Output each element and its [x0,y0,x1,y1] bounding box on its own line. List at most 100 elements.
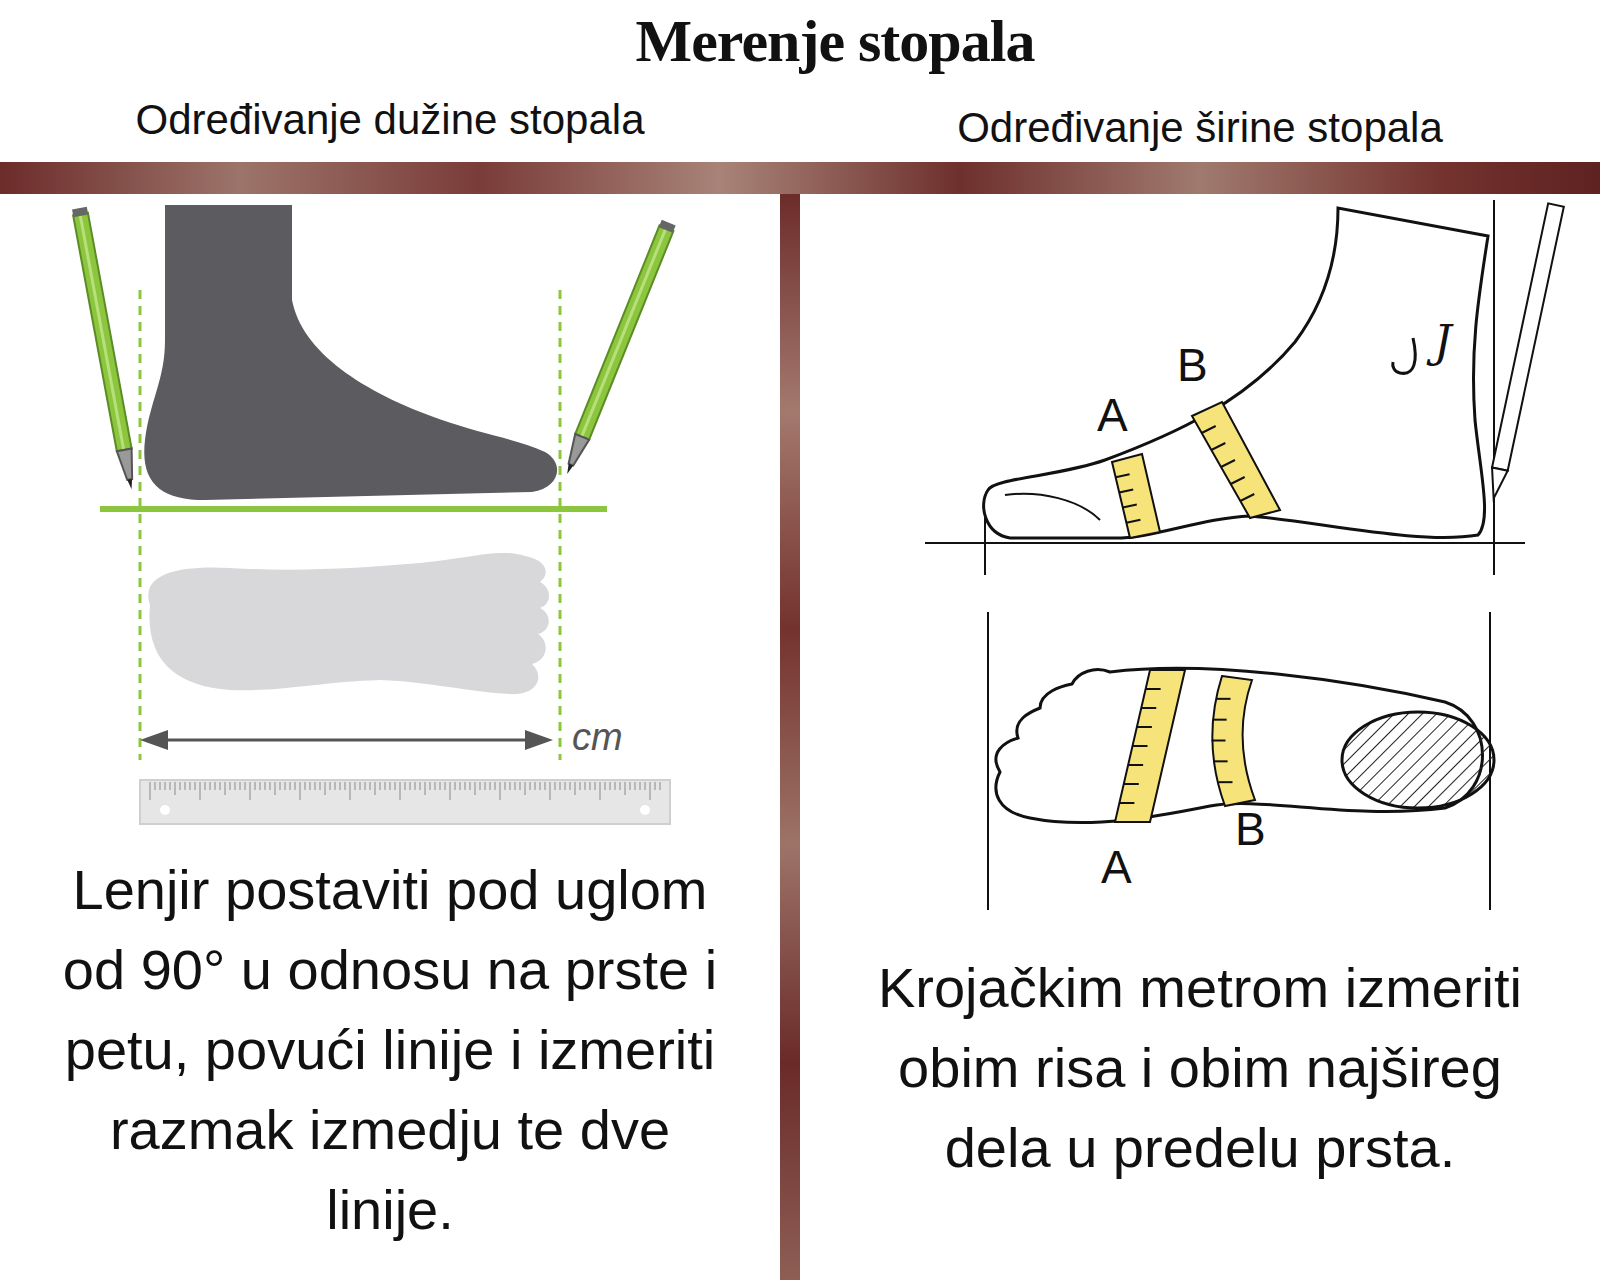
point-label: A [1101,842,1132,893]
point-label: B [1177,340,1208,391]
foot-silhouette [144,205,557,500]
floor-line [100,506,607,512]
ruler-tick [229,782,231,790]
ruler-tick [449,782,451,800]
ruler-tick [464,782,466,790]
panel-column: Određivanje dužine stopalaLenjir postavi… [10,92,770,1278]
ruler-tick [389,782,391,790]
ruler-tick [559,782,561,790]
ruler-tick [329,782,331,790]
ruler-tick [344,782,346,790]
tape-tick [1231,477,1245,484]
ruler-tick [554,782,556,790]
ruler-tick [584,782,586,790]
ruler-tick [304,782,306,790]
ruler-tick [299,782,301,800]
dimension-line [152,739,540,742]
toe-line [1005,494,1100,520]
ruler-tick [604,782,606,790]
pencil [1486,203,1564,500]
floor-line [925,542,1525,544]
arrowhead [140,730,168,750]
ruler-tick [479,782,481,790]
ruler-tick [544,782,546,790]
ruler-tick [509,782,511,790]
ruler-tick [164,782,166,790]
ruler-tick [319,782,321,790]
brown-band [0,162,1600,194]
tape-tick [1128,764,1143,766]
ruler-tick [429,782,431,790]
ankle-mark [1393,338,1415,373]
ruler-tick [424,782,426,795]
panel-column: Određivanje širine stopalaKrojačkim metr… [808,100,1592,1278]
ruler-tick [349,782,351,800]
ruler-tick [524,782,526,795]
ruler-tick [499,782,501,800]
ruler-tick [569,782,571,790]
arrowhead [525,730,553,750]
ruler-tick [639,782,641,790]
foot-outline [984,208,1488,538]
tape-tick [1214,760,1228,762]
ruler-tick [579,782,581,790]
pencil [560,220,675,477]
ruler-tick [324,782,326,795]
ruler-tick [439,782,441,790]
ruler-tick [209,782,211,790]
dotted-guide [139,290,142,760]
ankle-label: J [1434,318,1452,366]
ruler-tick [279,782,281,790]
ruler-tick [339,782,341,790]
tape-tick [1133,745,1148,747]
ruler-tick [619,782,621,790]
ruler-tick [649,782,651,800]
tape-tick [1141,707,1156,709]
tape-tick [1211,443,1225,450]
ruler-tick [534,782,536,790]
ruler-tick [374,782,376,795]
ruler-tick [269,782,271,790]
guide-line [1493,200,1495,575]
ruler-tick [394,782,396,790]
tape-tick [1123,505,1137,508]
measuring-tape [1115,670,1185,822]
ruler-tick [314,782,316,790]
tape-tick [1217,698,1231,700]
page-title: Merenje stopala [0,6,1600,76]
ruler-tick [634,782,636,790]
ruler-tick [454,782,456,790]
ruler-tick [589,782,591,790]
tape-tick [1126,520,1140,523]
dotted-guide [559,290,562,760]
ruler-tick [514,782,516,790]
ruler-tick [644,782,646,790]
ruler-tick [444,782,446,790]
ruler-tick [234,782,236,790]
ruler-tick [599,782,601,800]
measuring-tape [1112,454,1160,538]
ruler-tick [254,782,256,790]
ruler-tick [654,782,656,790]
measuring-tape [1192,402,1280,518]
ruler-tick [379,782,381,790]
ruler-tick [364,782,366,790]
guide-line [987,612,989,910]
ruler-tick [149,782,151,800]
ruler-tick [474,782,476,795]
ruler-tick [154,782,156,790]
ruler-tick [334,782,336,790]
ruler-tick [459,782,461,790]
divider-bar [780,194,800,1280]
ruler-tick [564,782,566,790]
tape-tick [1221,460,1235,467]
ruler-tick [624,782,626,795]
ruler-tick [169,782,171,790]
ruler-tick [614,782,616,790]
ruler-tick [404,782,406,790]
width-illustration [925,200,1564,910]
ruler-tick [239,782,241,790]
ruler-tick [539,782,541,790]
tape-tick [1219,781,1233,783]
heel-hatch [1342,712,1494,808]
